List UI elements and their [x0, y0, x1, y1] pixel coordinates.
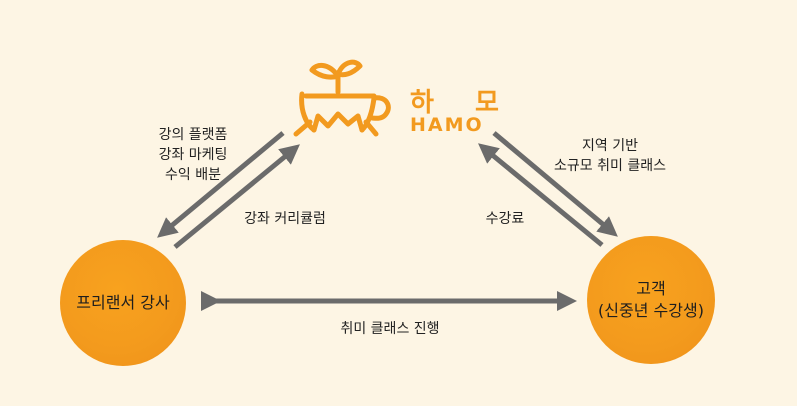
arrow-instructor-to-platform — [173, 144, 300, 249]
brand-name-korean: 하 모 — [410, 88, 515, 118]
hamo-logo-icon — [293, 59, 391, 137]
label-instructor-customer: 취미 클래스 진행 — [340, 321, 440, 337]
node-customer-label-line1: 고객 — [636, 279, 666, 298]
label-line: 강좌 마케팅 — [158, 147, 228, 163]
label-platform-to-instructor: 강의 플랫폼 강좌 마케팅 수익 배분 — [138, 125, 248, 185]
label-instructor-to-platform: 강좌 커리큘럼 — [244, 211, 326, 227]
arrow-customer-to-platform — [478, 143, 604, 247]
node-freelance-instructor: 프리랜서 강사 — [60, 240, 186, 366]
label-line: 수익 배분 — [165, 167, 221, 183]
node-customer-label-line2: (신중년 수강생) — [598, 301, 704, 320]
label-line: 강의 플랫폼 — [158, 127, 228, 143]
label-line: 지역 기반 — [582, 138, 638, 154]
label-customer-to-platform: 수강료 — [485, 211, 525, 227]
brand-name-english: HAMO — [410, 114, 484, 136]
node-instructor-label: 프리랜서 강사 — [76, 293, 170, 312]
arrow-platform-to-customer — [492, 131, 618, 237]
arrow-platform-to-instructor — [157, 131, 285, 238]
node-customer: 고객 (신중년 수강생) — [587, 236, 715, 364]
label-line: 소규모 취미 클래스 — [554, 158, 666, 174]
label-platform-to-customer: 지역 기반 소규모 취미 클래스 — [535, 136, 685, 176]
